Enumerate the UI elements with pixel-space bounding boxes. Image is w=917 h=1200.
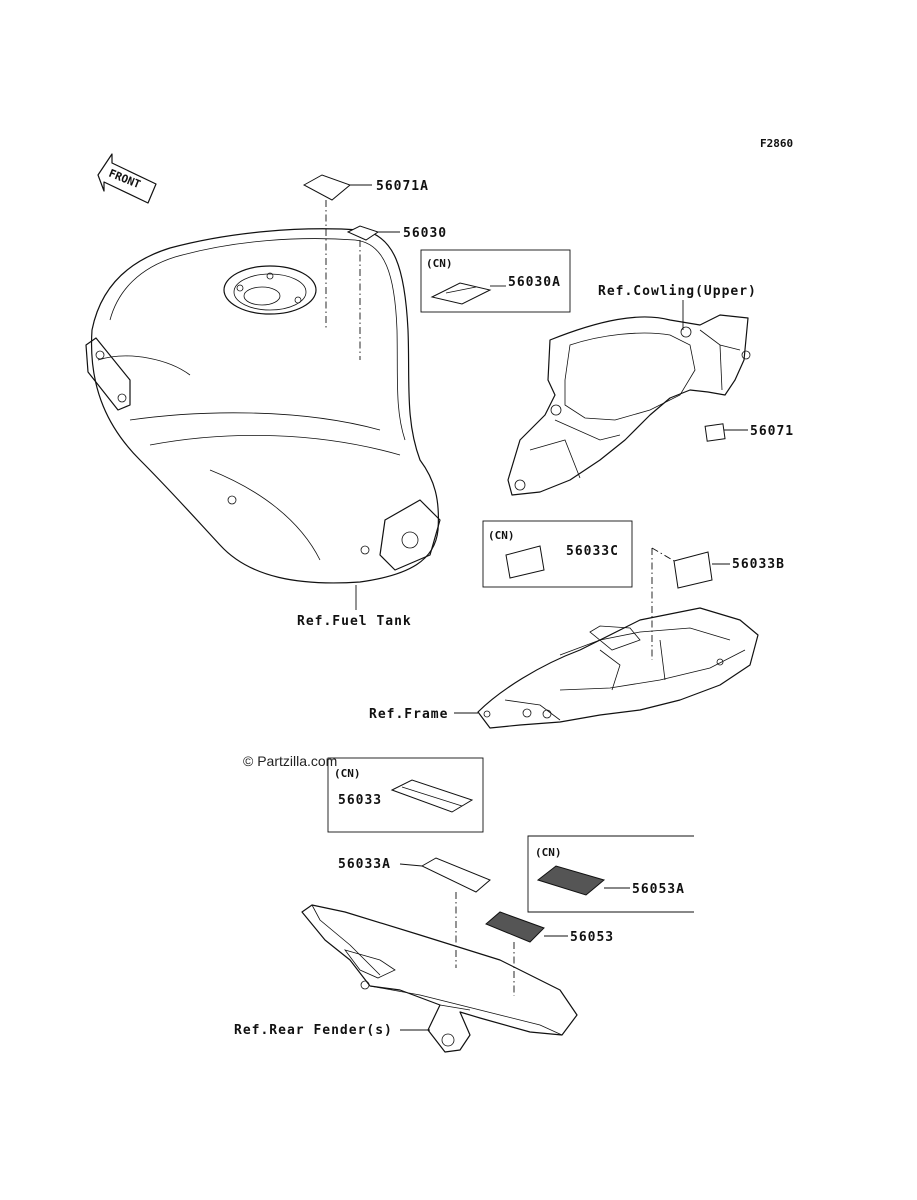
watermark: © Partzilla.com: [243, 753, 337, 769]
part-56030A: 56030A: [508, 275, 561, 290]
decal-56033A: [420, 857, 491, 893]
cn-label: (CN): [334, 767, 361, 780]
ref-frame: Ref.Frame: [369, 707, 448, 722]
cn-label: (CN): [426, 257, 453, 270]
part-56030: 56030: [403, 226, 447, 241]
cowling-upper-illustration: [507, 314, 751, 496]
part-56033: 56033: [338, 793, 382, 808]
part-56053: 56053: [570, 930, 614, 945]
cn-box-56033C: [482, 520, 633, 588]
part-56071: 56071: [750, 424, 794, 439]
cn-label: (CN): [535, 846, 562, 859]
part-56071A: 56071A: [376, 179, 429, 194]
decal-56053: [485, 911, 545, 943]
ref-rear-fender: Ref.Rear Fender(s): [234, 1023, 393, 1038]
decal-56053A: [536, 865, 606, 896]
cn-box-56053A: [527, 835, 694, 913]
fuel-tank-illustration: [85, 228, 441, 584]
part-56033B: 56033B: [732, 557, 785, 572]
decal-56033B: [673, 551, 713, 589]
decal-56030A: [430, 282, 492, 305]
frame-illustration: [477, 607, 759, 729]
cn-box-56030A: [420, 249, 571, 313]
ref-cowling-upper: Ref.Cowling(Upper): [598, 284, 757, 299]
front-arrow-icon: FRONT: [97, 153, 157, 204]
cn-label: (CN): [488, 529, 515, 542]
ref-fuel-tank: Ref.Fuel Tank: [297, 614, 412, 629]
decal-56033: [390, 779, 474, 813]
cn-box-56033: [327, 757, 484, 833]
figure-id: F2860: [760, 137, 793, 150]
part-56053A: 56053A: [632, 882, 685, 897]
front-arrow-label: FRONT: [107, 167, 143, 192]
decal-56071: [704, 423, 726, 442]
decal-56030: [346, 225, 380, 241]
decal-56033C: [505, 545, 545, 579]
part-56033A: 56033A: [338, 857, 391, 872]
part-56033C: 56033C: [566, 544, 619, 559]
rear-fender-illustration: [301, 904, 578, 1053]
decal-56071A: [302, 174, 351, 201]
